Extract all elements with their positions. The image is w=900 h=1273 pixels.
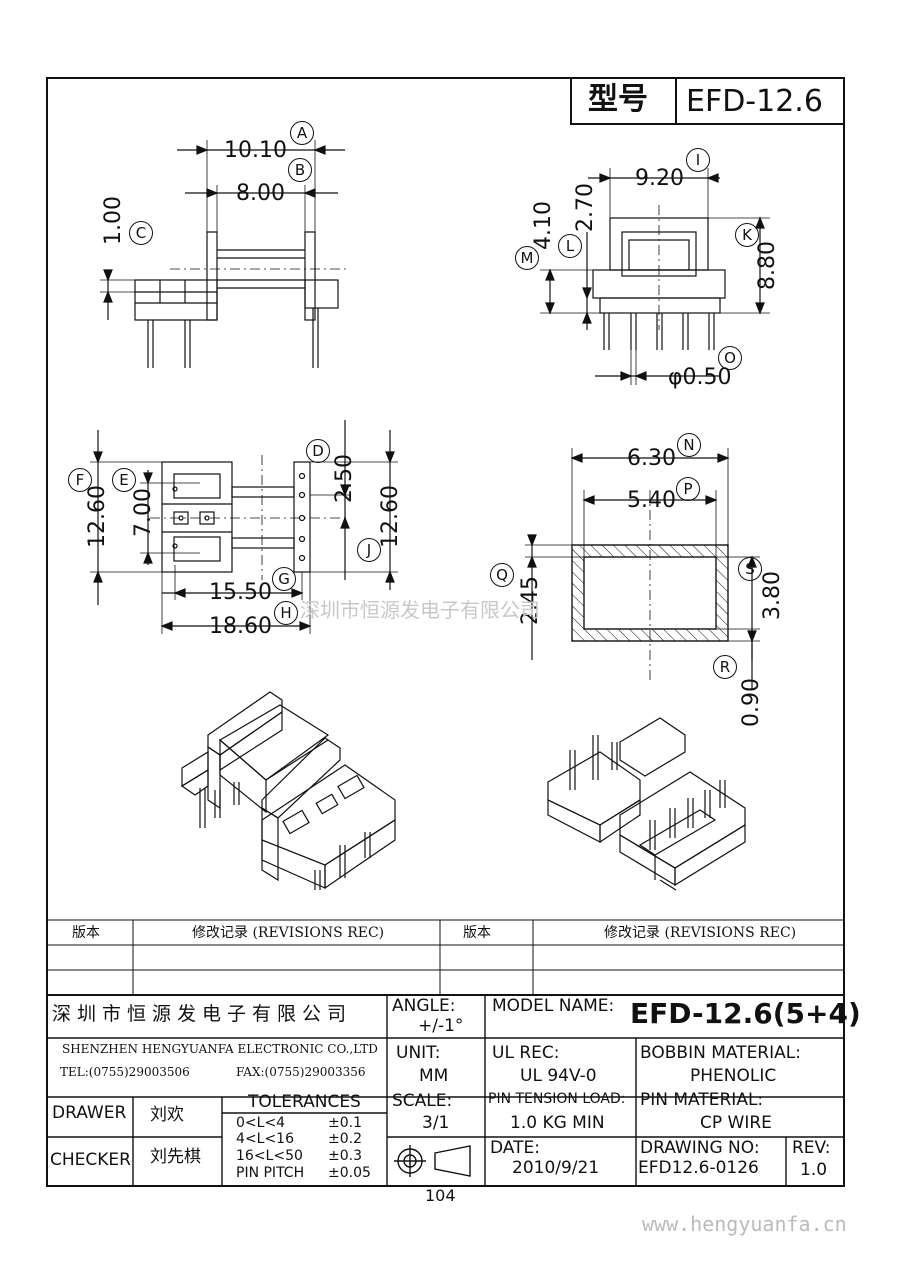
section-view-drawing [525, 448, 760, 690]
marker-m: M [515, 246, 539, 270]
tol-range-4: PIN PITCH [236, 1165, 305, 1181]
marker-a: A [290, 121, 314, 145]
revisions-version-header-2: 版本 [463, 925, 491, 941]
date-label: DATE: [490, 1138, 540, 1158]
company-name-en: SHENZHEN HENGYUANFA ELECTRONIC CO.,LTD [62, 1042, 378, 1056]
ul-rec-label: UL REC: [492, 1043, 560, 1063]
marker-j: J [357, 538, 381, 562]
isometric-view-left [180, 691, 396, 890]
revisions-record-header-2: 修改记录 (REVISIONS REC) [604, 925, 797, 941]
dim-k: 8.80 [755, 241, 780, 290]
pin-material-value: CP WIRE [700, 1113, 772, 1133]
tol-range-3: 16<L<50 [236, 1148, 303, 1164]
checker-label: CHECKER [50, 1150, 131, 1170]
dim-a: 10.10 [224, 138, 287, 163]
tol-value-1: ±0.1 [328, 1115, 362, 1131]
tol-value-2: ±0.2 [328, 1131, 362, 1147]
dim-o: φ0.50 [668, 365, 732, 390]
tol-value-4: ±0.05 [328, 1165, 371, 1181]
dim-d: 2.50 [332, 454, 357, 503]
page-number: 104 [425, 1186, 456, 1205]
watermark-cn: 深圳市恒源发电子有限公司 [300, 598, 540, 622]
marker-p: P [676, 477, 700, 501]
dim-s: 3.80 [760, 571, 785, 620]
dim-p: 5.40 [627, 488, 676, 513]
marker-k: K [735, 223, 759, 247]
dim-c: 1.00 [101, 196, 126, 245]
marker-c: C [129, 221, 153, 245]
dim-f: 12.60 [85, 485, 110, 548]
drawer-name: 刘欢 [150, 1105, 184, 1125]
scale-value: 3/1 [422, 1113, 450, 1133]
dim-n: 6.30 [627, 446, 676, 471]
scale-label: SCALE: [392, 1091, 453, 1111]
isometric-view-right [547, 717, 746, 891]
top-view-drawing [90, 420, 398, 634]
marker-d: D [306, 439, 330, 463]
dim-e: 7.00 [131, 488, 156, 537]
dim-l: 2.70 [573, 183, 598, 232]
dim-i: 9.20 [635, 166, 684, 191]
company-fax: FAX:(0755)29003356 [236, 1065, 366, 1079]
marker-e: E [112, 468, 136, 492]
tol-range-2: 4<L<16 [236, 1131, 294, 1147]
drawing-no-label: DRAWING NO: [640, 1138, 760, 1158]
bobbin-material-label: BOBBIN MATERIAL: [640, 1043, 801, 1063]
marker-i: I [686, 148, 710, 172]
marker-n: N [677, 433, 701, 457]
dim-j: 12.60 [378, 485, 403, 548]
marker-g: G [272, 567, 296, 591]
checker-name: 刘先棋 [150, 1147, 201, 1167]
angle-value: +/-1° [418, 1016, 464, 1036]
tol-range-1: 0<L<4 [236, 1115, 286, 1131]
rev-value: 1.0 [800, 1160, 828, 1180]
dim-b: 8.00 [236, 181, 285, 206]
title-block-grid [47, 994, 844, 1186]
dim-r: 0.90 [739, 678, 764, 727]
dim-m: 4.10 [531, 201, 556, 250]
sheet-border [46, 77, 845, 1187]
tolerances-title: TOLERANCES [248, 1092, 361, 1112]
dim-g: 15.50 [209, 580, 272, 605]
model-type-label: 型号 [588, 82, 648, 117]
drawing-no-value: EFD12.6-0126 [638, 1158, 759, 1178]
company-tel: TEL:(0755)29003506 [60, 1065, 190, 1079]
pin-material-label: PIN MATERIAL: [640, 1090, 764, 1110]
marker-b: B [288, 158, 312, 182]
angle-label: ANGLE: [392, 996, 456, 1016]
marker-l: L [558, 234, 582, 258]
marker-s: S [738, 557, 762, 581]
pin-tension-label: PIN TENSION LOAD: [488, 1091, 626, 1107]
front-view-drawing [540, 168, 770, 385]
drawer-label: DRAWER [52, 1103, 127, 1123]
watermark-url: www.hengyuanfa.cn [642, 1212, 847, 1236]
model-code: EFD-12.6 [686, 84, 823, 119]
company-name-cn: 深圳市恒源发电子有限公司 [52, 1003, 353, 1025]
revisions-table [47, 919, 844, 995]
unit-value: MM [419, 1066, 449, 1086]
marker-f: F [68, 468, 92, 492]
unit-label: UNIT: [396, 1043, 441, 1063]
ul-rec-value: UL 94V-0 [520, 1066, 597, 1086]
marker-r: R [713, 655, 737, 679]
date-value: 2010/9/21 [512, 1158, 600, 1178]
rev-label: REV: [792, 1138, 831, 1158]
model-name-value: EFD-12.6(5+4) [630, 997, 861, 1030]
bobbin-material-value: PHENOLIC [690, 1066, 777, 1086]
marker-h: H [274, 601, 298, 625]
tol-value-3: ±0.3 [328, 1148, 362, 1164]
model-header-box [570, 77, 845, 125]
revisions-record-header: 修改记录 (REVISIONS REC) [192, 925, 385, 941]
pin-tension-value: 1.0 KG MIN [510, 1113, 605, 1133]
marker-o: O [718, 346, 742, 370]
marker-q: Q [490, 563, 514, 587]
dim-h: 18.60 [209, 614, 272, 639]
revisions-version-header: 版本 [72, 925, 100, 941]
model-name-label: MODEL NAME: [492, 996, 615, 1016]
side-view-drawing [100, 140, 350, 368]
